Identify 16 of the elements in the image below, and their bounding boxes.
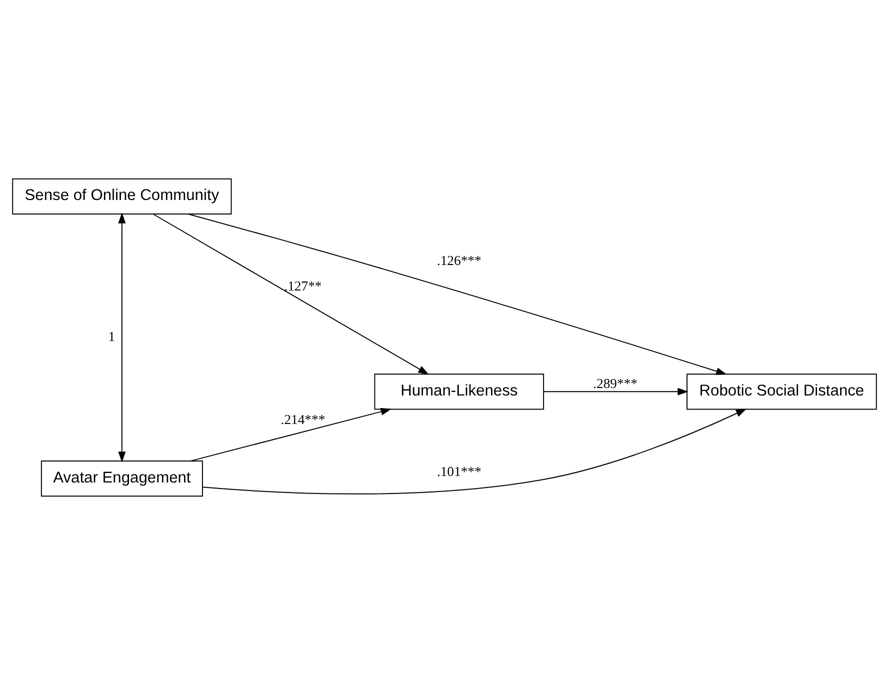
edge-label: .101*** (436, 463, 482, 478)
edge-label: .127** (284, 278, 322, 293)
edge-label: .289*** (593, 375, 638, 390)
node-box: Human-Likeness (374, 373, 544, 410)
arrow (202, 408, 747, 494)
node-box: Robotic Social Distance (686, 373, 877, 410)
arrow (188, 213, 727, 374)
arrow (118, 212, 126, 462)
arrow (190, 407, 392, 461)
edge-label: .126*** (436, 252, 482, 268)
arrow (152, 213, 429, 374)
node-box: Sense of Online Community (12, 178, 232, 214)
edge-label: 1 (108, 328, 116, 344)
edge-label: .214*** (280, 412, 326, 427)
arrow (543, 387, 688, 395)
node-box: Avatar Engagement (40, 460, 203, 496)
